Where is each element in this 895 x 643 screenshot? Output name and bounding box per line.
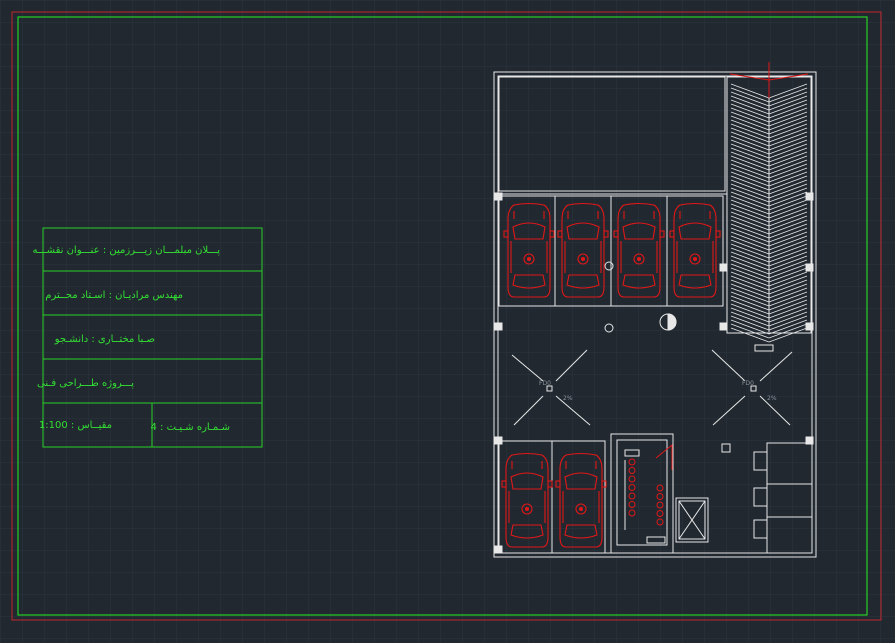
stair-core <box>610 433 674 554</box>
stair-tread <box>628 492 636 500</box>
outer-wall <box>493 71 817 558</box>
car-symbol <box>555 452 607 548</box>
stair-tread <box>628 501 636 508</box>
slope-label-left: 2% <box>563 395 573 402</box>
drain-label-left: FD0 <box>539 380 551 387</box>
title-block <box>42 227 263 448</box>
stair-tread <box>628 467 636 474</box>
floor-plan <box>493 71 817 558</box>
stair-tread <box>628 484 636 491</box>
floor-drain-left <box>546 385 553 392</box>
slope-label-right: 2% <box>767 395 777 402</box>
stair-tread <box>628 509 636 517</box>
sheet-border-inner <box>17 16 868 616</box>
car-symbol <box>669 202 721 298</box>
ramp-hatch <box>730 80 808 343</box>
service-rooms <box>766 442 813 554</box>
floor-drain-right <box>750 385 757 392</box>
stair-tread <box>628 458 636 466</box>
stair-treads <box>628 458 664 526</box>
car-symbol <box>557 202 609 298</box>
car-symbol <box>503 202 555 298</box>
stair-tread <box>656 518 664 526</box>
map-title-text: پـــلان مبلمـــان زیـــرزمین : عنـــوان … <box>33 245 221 256</box>
elevator <box>675 497 709 543</box>
instructor-text: مهندس مرادیـان : اسـتاد محــترم <box>45 290 183 301</box>
stair-tread <box>656 484 664 492</box>
car-symbol <box>501 452 553 548</box>
stair-tread <box>656 493 664 500</box>
car-symbol <box>613 202 665 298</box>
project-text: پـــروژه طـــراحی فـنی <box>37 378 134 389</box>
stair-tread <box>656 501 664 509</box>
drain-label-right: FD0 <box>742 380 754 387</box>
sheet-border-outer <box>11 11 882 621</box>
scale-text: 1:100 : مقیــاس <box>39 420 112 431</box>
top-void <box>498 76 726 192</box>
column-free <box>721 443 731 453</box>
sheet-number-text: 4 : شـمـاره شـیـت <box>151 422 230 433</box>
cars-layer <box>501 202 721 548</box>
student-text: صـبا مختــاری : دانشـجو <box>54 334 155 345</box>
stair-tread <box>656 510 664 517</box>
stair-tread <box>628 475 636 483</box>
ramp-arrow <box>729 62 809 98</box>
